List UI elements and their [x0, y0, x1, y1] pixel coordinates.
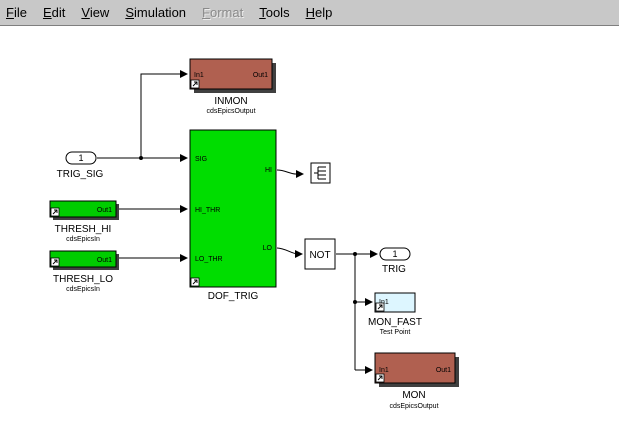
mon-name: MON: [402, 390, 425, 401]
mon-fast-name: MON_FAST: [368, 317, 422, 328]
thresh-lo-name: THRESH_LO: [53, 274, 113, 285]
menu-bar: File Edit View Simulation Format Tools H…: [0, 0, 619, 26]
link-icon: [190, 79, 200, 89]
menu-file[interactable]: File: [6, 5, 27, 20]
not-gate-block[interactable]: NOT: [304, 238, 336, 270]
thresh-hi-body[interactable]: [49, 200, 117, 218]
dof-trig-hi-out: HI: [265, 167, 272, 174]
dof-trig-subsystem[interactable]: SIG HI_THR LO_THR HI LO DOF_TRIG: [189, 129, 277, 302]
thresh-lo-body[interactable]: [49, 250, 117, 268]
terminator-block[interactable]: [310, 162, 331, 184]
menu-format: Format: [202, 5, 244, 20]
thresh-hi-block[interactable]: Out1 THRESH_HI cdsEpicsIn: [49, 200, 119, 243]
menu-simulation[interactable]: Simulation: [125, 5, 187, 20]
trig-out-name: TRIG: [382, 264, 406, 275]
line-branch-to-inmon[interactable]: [140, 70, 188, 158]
terminator-icon: [314, 166, 326, 180]
branch-point: [353, 300, 357, 304]
thresh-hi-name: THRESH_HI: [55, 224, 112, 235]
inmon-in-port: In1: [194, 72, 204, 79]
trig-sig-body[interactable]: [65, 151, 97, 165]
link-icon: [375, 373, 385, 383]
branch-point: [353, 252, 357, 256]
dof-trig-lo-out: LO: [263, 245, 273, 252]
inmon-type: cdsEpicsOutput: [206, 108, 255, 115]
menu-help[interactable]: Help: [305, 5, 333, 20]
dof-trig-body[interactable]: [189, 129, 277, 288]
signal-lines: [97, 70, 378, 374]
mon-fast-body[interactable]: [374, 292, 416, 313]
dof-trig-name: DOF_TRIG: [208, 291, 259, 302]
link-icon: [190, 277, 200, 287]
trig-out-port-number: 1: [392, 249, 397, 259]
line-lo-to-not[interactable]: [276, 247, 303, 258]
mon-fast-in-port: In1: [379, 299, 389, 306]
mon-block[interactable]: In1 Out1 MON cdsEpicsOutput: [374, 352, 459, 410]
mon-fast-type: Test Point: [380, 329, 411, 336]
dof-trig-lo-thr-port: LO_THR: [195, 256, 223, 263]
thresh-hi-out-port: Out1: [97, 207, 112, 214]
link-icon: [375, 302, 385, 312]
dof-trig-sig-port: SIG: [195, 156, 207, 163]
trig-out-body[interactable]: [379, 247, 411, 261]
terminator-body[interactable]: [310, 162, 331, 184]
mon-fast-block[interactable]: In1 MON_FAST Test Point: [368, 292, 422, 336]
trig-outport[interactable]: 1 TRIG: [379, 247, 411, 275]
inmon-name: INMON: [214, 96, 247, 107]
menu-view[interactable]: View: [81, 5, 110, 20]
model-canvas[interactable]: In1 Out1 INMON cdsEpicsOutput 1 TRIG_SIG…: [0, 26, 619, 422]
mon-type: cdsEpicsOutput: [389, 403, 438, 410]
trig-sig-inport[interactable]: 1 TRIG_SIG: [57, 151, 104, 180]
thresh-lo-type: cdsEpicsIn: [66, 286, 100, 293]
menu-edit[interactable]: Edit: [42, 5, 66, 20]
inmon-out-port: Out1: [253, 72, 268, 79]
trig-sig-name: TRIG_SIG: [57, 169, 104, 180]
link-icon: [50, 207, 60, 217]
inmon-block[interactable]: In1 Out1 INMON cdsEpicsOutput: [189, 58, 276, 115]
dof-trig-hi-thr-port: HI_THR: [195, 207, 220, 214]
menu-tools[interactable]: Tools: [259, 5, 290, 20]
link-icon: [50, 257, 60, 267]
mon-in-port: In1: [379, 367, 389, 374]
mon-body[interactable]: [374, 352, 456, 384]
branch-point: [139, 156, 143, 160]
trig-sig-port-number: 1: [78, 153, 83, 163]
line-hi-to-terminator[interactable]: [276, 169, 304, 178]
not-gate-body[interactable]: [304, 238, 336, 270]
not-gate-label: NOT: [309, 250, 330, 261]
mon-out-port: Out1: [436, 367, 451, 374]
inmon-body[interactable]: [189, 58, 273, 90]
thresh-lo-out-port: Out1: [97, 257, 112, 264]
thresh-lo-block[interactable]: Out1 THRESH_LO cdsEpicsIn: [49, 250, 119, 293]
thresh-hi-type: cdsEpicsIn: [66, 236, 100, 243]
